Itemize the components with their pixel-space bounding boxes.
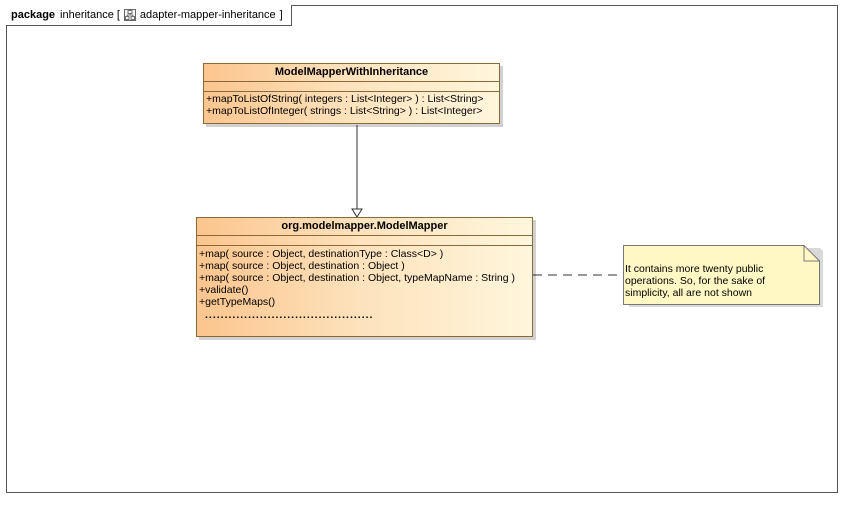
operation: +map( source : Object, destination : Obj… bbox=[199, 260, 405, 272]
class-modelmapperwithinheritance[interactable]: ModelMapperWithInheritance +mapToListOfS… bbox=[203, 63, 500, 124]
class-name: org.modelmapper.ModelMapper bbox=[197, 218, 532, 236]
operation: +mapToListOfInteger( strings : List<Stri… bbox=[206, 105, 483, 117]
diagram-name: adapter-mapper-inheritance bbox=[139, 9, 276, 21]
note[interactable]: It contains more twenty public operation… bbox=[623, 245, 823, 307]
note-shape bbox=[623, 245, 823, 307]
class-diagram-icon bbox=[123, 9, 136, 21]
operation: +map( source : Object, destinationType :… bbox=[199, 248, 444, 260]
operation: +mapToListOfString( integers : List<Inte… bbox=[206, 93, 484, 105]
bracket-close: ] bbox=[279, 9, 283, 21]
frame-header: package inheritance [ adapter-mapper-inh… bbox=[6, 5, 292, 26]
bracket-open: [ bbox=[116, 9, 120, 21]
operations-compartment: +mapToListOfString( integers : List<Inte… bbox=[204, 92, 499, 117]
operations-ellipsis: ........................................… bbox=[205, 309, 374, 321]
class-modelmapper[interactable]: org.modelmapper.ModelMapper +map( source… bbox=[196, 217, 533, 337]
operation: +map( source : Object, destination : Obj… bbox=[199, 272, 516, 284]
attributes-compartment bbox=[197, 236, 532, 246]
frame-keyword: package bbox=[11, 9, 56, 21]
package-name: inheritance bbox=[60, 9, 114, 21]
operation: +validate() bbox=[199, 284, 249, 296]
class-name: ModelMapperWithInheritance bbox=[204, 64, 499, 82]
generalization-arrowhead bbox=[351, 208, 363, 218]
operations-compartment: +map( source : Object, destinationType :… bbox=[197, 246, 532, 322]
attributes-compartment bbox=[204, 82, 499, 92]
diagram-frame bbox=[6, 5, 838, 493]
operation: +getTypeMaps() bbox=[199, 296, 276, 308]
note-text: It contains more twenty public operation… bbox=[625, 263, 766, 299]
